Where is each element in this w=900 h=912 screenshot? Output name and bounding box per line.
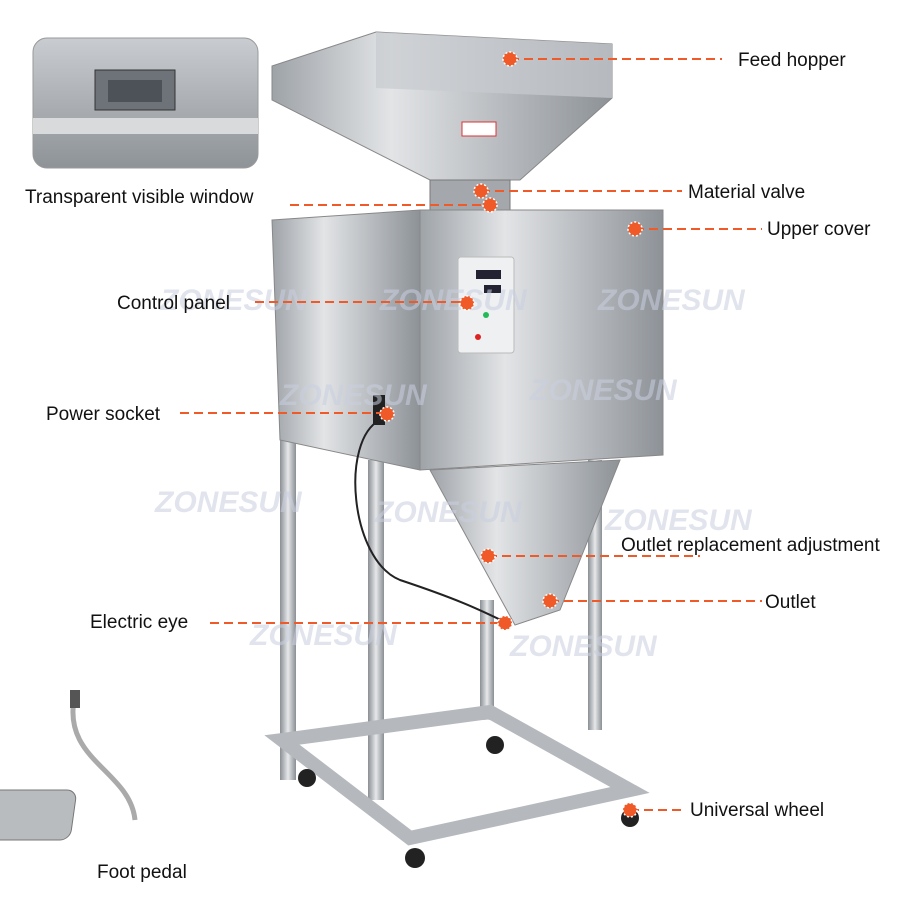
svg-text:ZONESUN: ZONESUN bbox=[529, 374, 678, 407]
svg-text:ZONESUN: ZONESUN bbox=[154, 486, 303, 519]
svg-text:ZONESUN: ZONESUN bbox=[249, 619, 398, 652]
control-panel-shape bbox=[457, 256, 515, 354]
label-electric-eye: Electric eye bbox=[90, 612, 188, 633]
svg-text:ZONESUN: ZONESUN bbox=[279, 379, 428, 412]
foot-pedal-shape bbox=[0, 690, 138, 841]
label-universal-wheel: Universal wheel bbox=[690, 800, 824, 821]
svg-text:ZONESUN: ZONESUN bbox=[509, 630, 658, 663]
svg-text:ZONESUN: ZONESUN bbox=[604, 504, 753, 537]
label-transparent-window: Transparent visible window bbox=[25, 187, 254, 208]
label-outlet: Outlet bbox=[765, 592, 816, 613]
label-outlet-adjustment: Outlet replacement adjustment bbox=[621, 535, 880, 556]
label-material-valve: Material valve bbox=[688, 182, 805, 203]
label-upper-cover: Upper cover bbox=[767, 219, 871, 240]
label-power-socket: Power socket bbox=[46, 404, 161, 425]
label-control-panel: Control panel bbox=[117, 293, 230, 314]
watermarks: ZONESUN ZONESUN ZONESUN ZONESUN ZONESUN … bbox=[154, 284, 753, 663]
leader-lines bbox=[180, 51, 762, 818]
svg-text:ZONESUN: ZONESUN bbox=[159, 284, 308, 317]
label-foot-pedal: Foot pedal bbox=[97, 862, 187, 883]
main-body bbox=[271, 209, 664, 626]
svg-text:ZONESUN: ZONESUN bbox=[379, 284, 528, 317]
label-feed-hopper: Feed hopper bbox=[738, 50, 846, 71]
transparent-window-inset-photo bbox=[32, 37, 259, 169]
svg-text:ZONESUN: ZONESUN bbox=[597, 284, 746, 317]
svg-text:ZONESUN: ZONESUN bbox=[374, 496, 523, 529]
